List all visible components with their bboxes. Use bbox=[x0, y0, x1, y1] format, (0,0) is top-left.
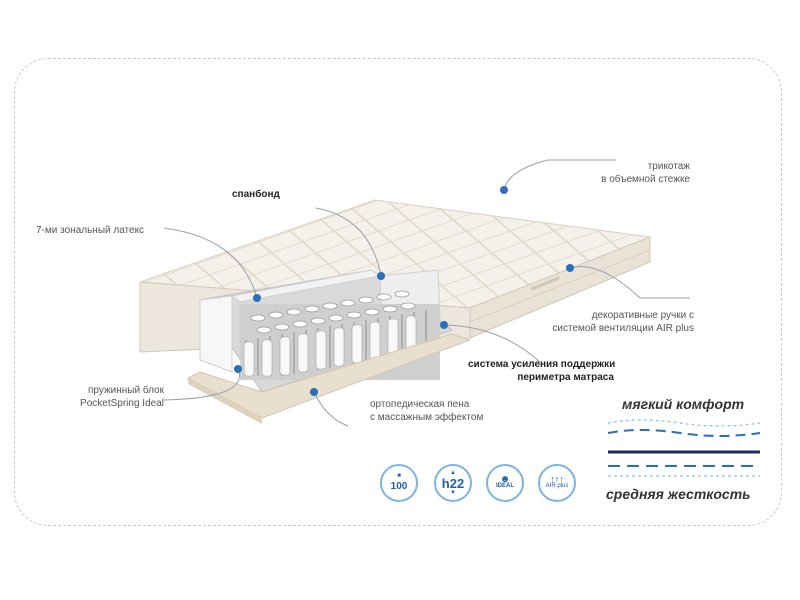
pointer-dot bbox=[377, 272, 385, 280]
firmness-lines bbox=[607, 419, 761, 477]
body-figure-icon: ☻ bbox=[499, 474, 511, 485]
air-plus-badge: ↑↑↑ AIR plus bbox=[538, 464, 576, 502]
ideal-badge: ☻ IDEAL bbox=[486, 464, 524, 502]
warranty-badge: ■ 100 bbox=[380, 464, 418, 502]
pointer-dot bbox=[566, 264, 574, 272]
label-spunbond: спанбонд bbox=[232, 189, 280, 200]
pointer-dot bbox=[440, 321, 448, 329]
dashed-frame bbox=[14, 58, 782, 526]
pointer-dot bbox=[310, 388, 318, 396]
height-arrows-icon: ▲ bbox=[450, 469, 456, 476]
pocket-springs bbox=[240, 290, 440, 380]
height-badge: ▲ h22 ▼ bbox=[434, 464, 472, 502]
pointer-dot bbox=[234, 365, 242, 373]
pointer-dot bbox=[500, 186, 508, 194]
legend-medium-firmness: средняя жесткость bbox=[606, 486, 751, 502]
airflow-arrows-icon: ↑↑↑ bbox=[550, 474, 564, 484]
legend-soft-comfort: мягкий комфорт bbox=[622, 396, 745, 412]
pointer-dot bbox=[253, 294, 261, 302]
label-latex: 7-ми зональный латекс bbox=[36, 225, 145, 236]
shield-icon: ■ bbox=[397, 473, 401, 479]
